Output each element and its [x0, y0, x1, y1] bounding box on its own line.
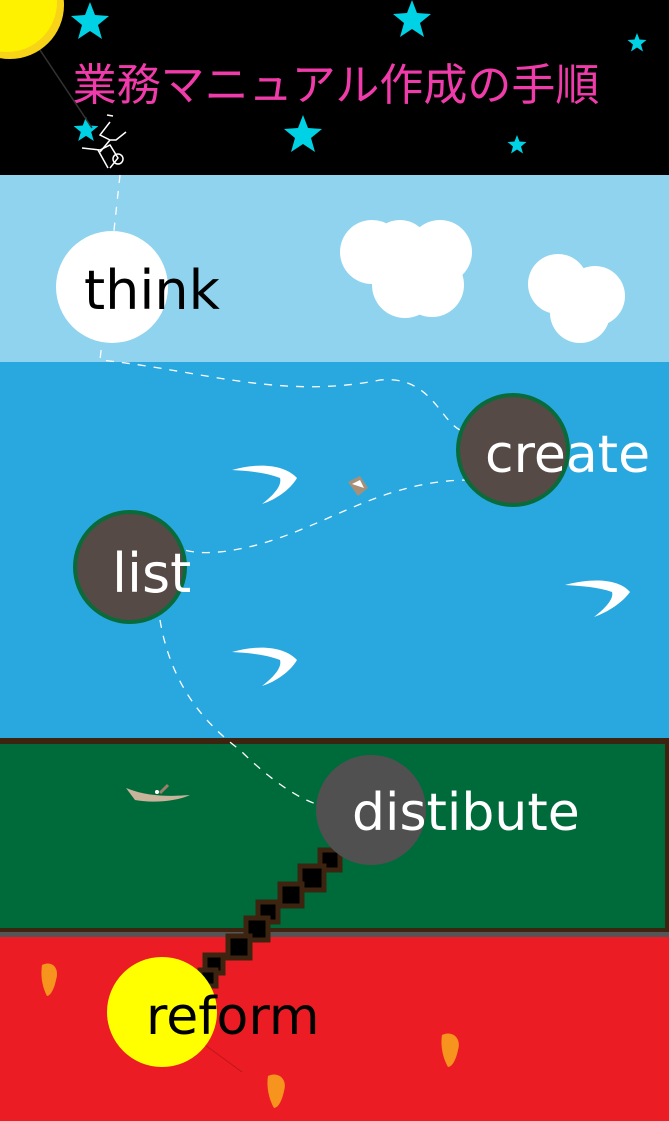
brown-line — [0, 928, 669, 932]
star-icon — [284, 115, 322, 152]
step-circle — [316, 755, 426, 865]
star-icon — [507, 135, 527, 154]
stars — [71, 0, 647, 154]
flame-icon — [41, 963, 459, 1108]
cloud-icon — [528, 254, 625, 343]
step-think: think — [56, 231, 221, 343]
page-title: 業務マニュアル作成の手順 — [73, 60, 600, 111]
sun-core — [0, 0, 57, 52]
small-boat-icon — [348, 476, 368, 496]
star-icon — [393, 0, 431, 37]
step-reform: reform — [107, 957, 319, 1067]
star-icon — [627, 33, 647, 52]
step-list: list — [73, 510, 191, 624]
ground-border — [0, 738, 669, 744]
star-icon — [71, 2, 109, 39]
night-band — [0, 0, 669, 175]
canoe-icon — [126, 783, 190, 802]
step-label: list — [112, 542, 191, 605]
route-path — [99, 174, 471, 806]
grass-edge-right — [665, 744, 669, 928]
step-label: distibute — [352, 783, 580, 843]
cloud-icon — [340, 220, 472, 318]
step-create: create — [456, 393, 650, 507]
stick-figure-icon — [39, 49, 127, 169]
bird-icon — [232, 465, 630, 686]
step-circle — [456, 393, 570, 507]
step-label: create — [485, 425, 650, 485]
lava-band — [0, 937, 669, 1121]
step-label: reform — [146, 987, 319, 1047]
star-icon — [73, 117, 99, 142]
spark-line — [204, 1044, 243, 1073]
step-circle — [73, 510, 187, 624]
step-circle — [56, 231, 168, 343]
step-label: think — [84, 259, 221, 322]
gray-line — [0, 932, 669, 937]
step-circle — [107, 957, 217, 1067]
step-distibute: distibute — [316, 755, 580, 865]
